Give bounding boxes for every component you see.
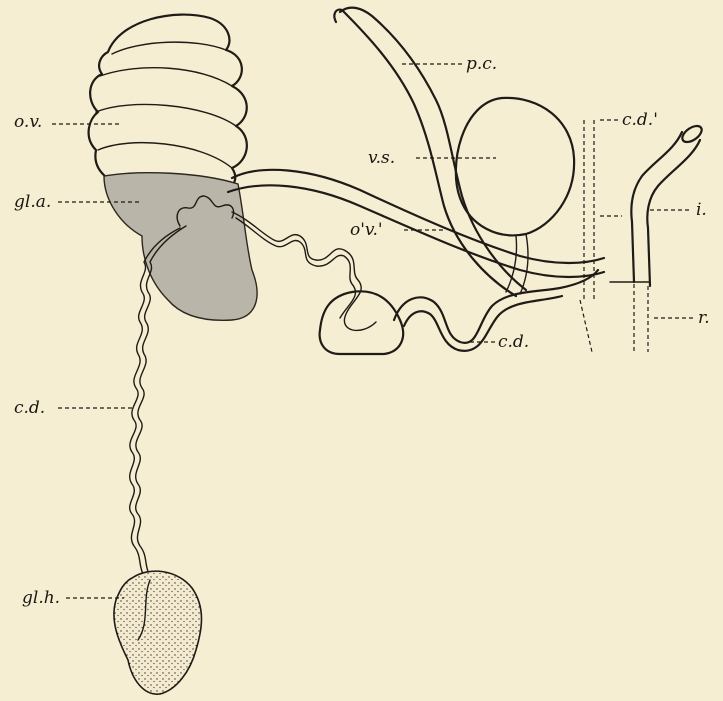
vas-tube [232, 170, 604, 263]
label-albumen-gland: gl.a. [14, 194, 51, 211]
intestine-tube [631, 132, 682, 282]
label-hermaphrodite-gland: gl.h. [22, 590, 60, 607]
albumen-gland [104, 173, 257, 321]
hermaphrodite-gland [114, 571, 202, 694]
label-ovotestis: o.v. [14, 114, 42, 131]
label-ovispermatic-duct: o'v.' [350, 222, 383, 239]
common-duct-loop [320, 291, 404, 354]
label-common-duct: c.d. [498, 334, 529, 351]
ovotestis [89, 15, 247, 192]
label-hermaphrodite-duct: c.d. [14, 400, 45, 417]
label-seminal-vesicle: v.s. [368, 150, 395, 167]
seminal-vesicle [456, 98, 574, 235]
label-penial-complex: p.c. [466, 56, 497, 73]
label-rectum: r. [698, 310, 710, 327]
label-common-duct-prime: c.d.' [622, 112, 658, 129]
label-intestine: i. [696, 202, 707, 219]
